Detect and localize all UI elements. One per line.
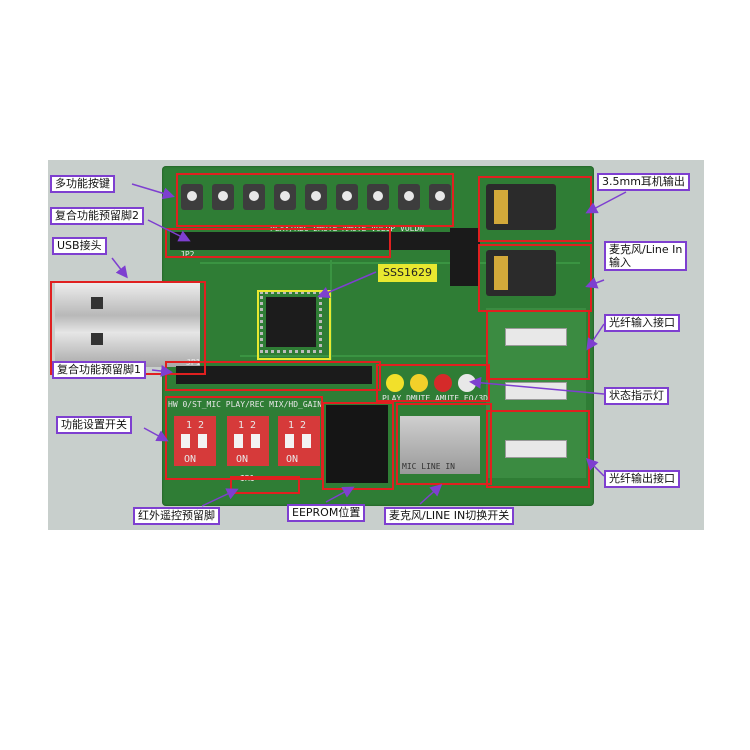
label-multi-keys: 多功能按键 xyxy=(50,175,115,193)
silk-dip-num: 1 2 xyxy=(288,420,307,431)
eeprom-socket xyxy=(326,405,388,483)
dip-switch[interactable] xyxy=(227,416,269,466)
capacitor xyxy=(450,228,480,286)
header-jp2 xyxy=(170,232,460,250)
arrow-func xyxy=(143,427,169,442)
usb-hole xyxy=(91,297,103,309)
label-eeprom: EEPROM位置 xyxy=(287,504,366,522)
fiber-port xyxy=(505,328,567,346)
dip-switch[interactable] xyxy=(174,416,216,466)
box-chip xyxy=(257,290,331,360)
label-mic-line-in-line2: 输入 xyxy=(609,256,631,269)
label-mic-line-in: 麦克风/Line In 输入 xyxy=(604,241,688,271)
label-ir-reserve: 红外遥控预留脚 xyxy=(133,507,220,525)
dip-lever xyxy=(234,434,243,448)
silk-mic-line: MIC LINE IN xyxy=(402,462,455,471)
silk-jp2: JP2 xyxy=(180,250,195,259)
label-mic-line-switch: 麦克风/LINE IN切换开关 xyxy=(384,507,515,525)
arrow-mic-line xyxy=(419,483,443,505)
label-usb: USB接头 xyxy=(52,237,107,255)
led-dmute xyxy=(410,374,428,392)
fiber-port xyxy=(505,440,567,458)
silk-dip-on: ON xyxy=(286,454,299,465)
label-func-switch: 功能设置开关 xyxy=(56,416,132,434)
dip-lever xyxy=(302,434,311,448)
headphone-jack xyxy=(486,184,556,230)
key-button[interactable] xyxy=(336,184,358,210)
label-reserve-pin1: 复合功能预留脚1 xyxy=(52,361,146,379)
usb-hole xyxy=(91,333,103,345)
box-fiber-out xyxy=(486,410,590,488)
pcb-trace xyxy=(330,260,332,360)
arrow-reserve2 xyxy=(147,219,191,242)
arrow-reserve1 xyxy=(151,365,173,377)
usb-plug xyxy=(55,281,200,367)
label-fiber-out: 光纤输出接口 xyxy=(604,470,680,488)
key-button[interactable] xyxy=(367,184,389,210)
dip-switch[interactable] xyxy=(278,416,320,466)
led-amute xyxy=(434,374,452,392)
label-headphone-out: 3.5mm耳机输出 xyxy=(597,173,690,191)
key-button[interactable] xyxy=(305,184,327,210)
sss1629-chip xyxy=(260,291,322,353)
jack-contact xyxy=(494,190,508,224)
arrow-usb xyxy=(111,257,128,279)
dip-lever xyxy=(251,434,260,448)
arrow-mic-in xyxy=(585,277,605,289)
key-button[interactable] xyxy=(181,184,203,210)
mic-line-slider[interactable] xyxy=(400,416,480,474)
key-button[interactable] xyxy=(243,184,265,210)
pcb-trace xyxy=(240,355,540,357)
pcb-trace xyxy=(200,262,580,264)
mic-jack xyxy=(486,250,556,296)
silk-led-row: PLAY DMUTE AMUTE EQ/3D xyxy=(382,394,488,403)
silk-switch-row: HW 0/ST_MIC PLAY/REC MIX/HD_GAIN xyxy=(168,400,323,409)
key-button[interactable] xyxy=(398,184,420,210)
silk-dip-num: 1 2 xyxy=(238,420,257,431)
box-mic-line-switch xyxy=(396,403,492,485)
key-button[interactable] xyxy=(212,184,234,210)
jack-contact xyxy=(494,256,508,290)
led-play xyxy=(386,374,404,392)
silk-dip-num: 1 2 xyxy=(186,420,205,431)
arrow-chip xyxy=(317,271,377,298)
key-button[interactable] xyxy=(274,184,296,210)
arrow-multi-keys xyxy=(131,183,175,200)
label-reserve-pin2: 复合功能预留脚2 xyxy=(50,207,144,225)
key-button[interactable] xyxy=(429,184,451,210)
dip-lever xyxy=(198,434,207,448)
arrow-fiber-out xyxy=(585,457,605,477)
box-eeprom xyxy=(322,402,394,490)
arrow-headphone xyxy=(585,191,627,214)
arrow-ir xyxy=(201,488,239,507)
label-fiber-in: 光纤输入接口 xyxy=(604,314,680,332)
label-mic-line-in-line1: 麦克风/Line In xyxy=(609,243,683,256)
arrow-fiber-in xyxy=(586,323,605,351)
box-ir xyxy=(230,476,300,494)
label-status-led: 状态指示灯 xyxy=(604,387,669,405)
dip-lever xyxy=(181,434,190,448)
arrow-status xyxy=(469,376,605,395)
dip-lever xyxy=(285,434,294,448)
box-multi-keys xyxy=(176,173,454,227)
header-jp1 xyxy=(176,366,372,384)
silk-dip-on: ON xyxy=(184,454,197,465)
silk-dip-on: ON xyxy=(236,454,249,465)
label-chip: SSS1629 xyxy=(378,264,437,282)
arrow-eeprom xyxy=(325,486,355,503)
box-reserve2 xyxy=(165,228,391,258)
